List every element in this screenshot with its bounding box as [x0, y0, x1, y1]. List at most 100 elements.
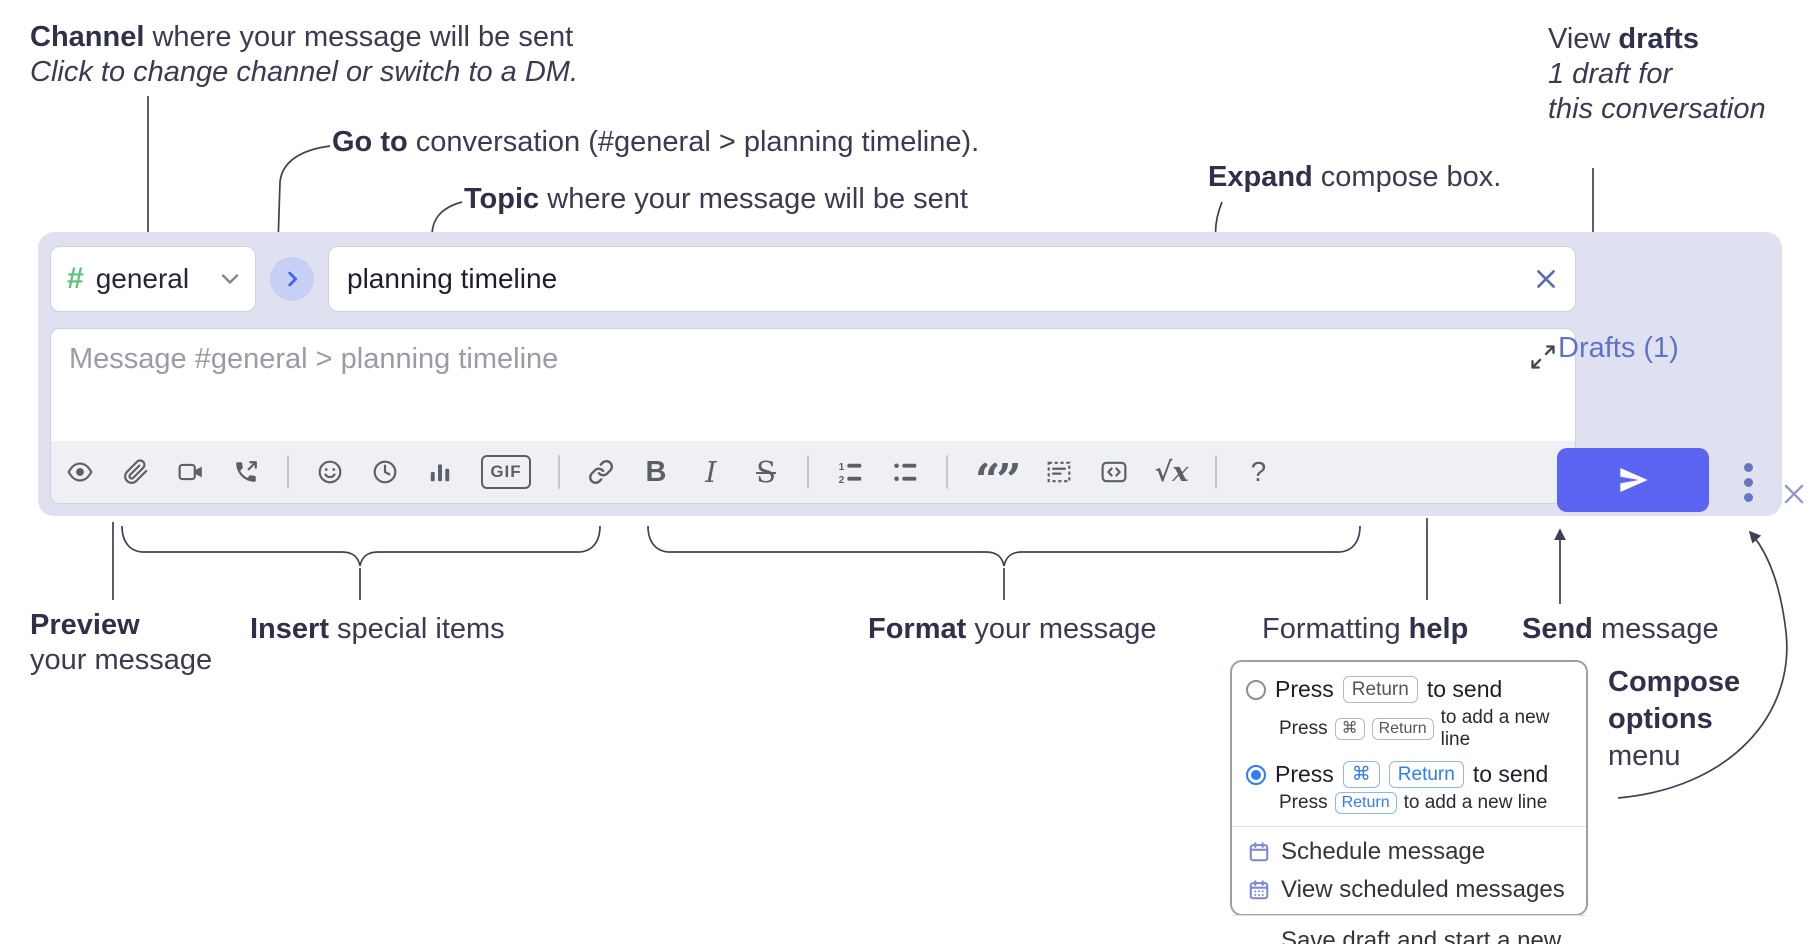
toolbar-divider: [946, 455, 948, 489]
send-option-cmd-return[interactable]: Press ⌘ Return to send: [1232, 757, 1586, 792]
chevron-down-icon: [221, 273, 239, 285]
compose-options-menu: Press Return to send Press ⌘ Return to a…: [1230, 660, 1588, 944]
preview-annotation-bold: Preview: [30, 609, 140, 641]
expand-annotation: Expand compose box.: [1208, 160, 1501, 195]
preview-annotation: Preview your message: [30, 608, 212, 678]
chevron-right-icon: [281, 268, 303, 290]
schedule-message-item[interactable]: Schedule message: [1232, 833, 1586, 871]
emoji-icon[interactable]: [316, 452, 344, 492]
expand-annotation-bold: Expand: [1208, 161, 1313, 193]
menu-item-label: View scheduled messages: [1281, 876, 1565, 903]
send-annotation-bold: Send: [1522, 613, 1593, 645]
message-input[interactable]: [51, 329, 1575, 441]
topic-annotation-rest: where your message will be sent: [539, 183, 968, 215]
insert-annotation-rest: special items: [328, 613, 505, 645]
video-call-icon[interactable]: [177, 452, 205, 492]
menu-item-label: Schedule message: [1281, 838, 1486, 865]
spoiler-icon[interactable]: [1045, 452, 1073, 492]
radio-unselected-icon[interactable]: [1246, 679, 1266, 700]
send-option-return-sub: Press ⌘ Return to add a new line: [1232, 707, 1586, 757]
send-option-return[interactable]: Press Return to send: [1232, 672, 1586, 707]
go-to-conversation-button[interactable]: [270, 257, 314, 301]
option-text: to send: [1472, 761, 1549, 787]
calendar-icon: [1248, 841, 1270, 863]
view-drafts-line2: 1 draft for: [1548, 58, 1673, 90]
cmd-key-chip: ⌘: [1334, 718, 1365, 740]
channel-annotation-bold: Channel: [30, 21, 145, 53]
gif-icon[interactable]: GIF: [481, 455, 531, 489]
bulleted-list-icon[interactable]: [891, 452, 919, 492]
channel-annotation-rest: where your message will be sent: [144, 21, 574, 53]
return-key-chip: Return: [1334, 792, 1397, 814]
view-drafts-line3: this conversation: [1548, 93, 1766, 125]
channel-annotation: Channel where your message will be sent …: [30, 20, 578, 90]
menu-divider: [1232, 826, 1586, 827]
gif-label: GIF: [490, 462, 522, 481]
menu-item-label: Save draft and start a new message: [1281, 927, 1562, 944]
option-text: Press: [1275, 761, 1334, 787]
compose-box: # general: [38, 232, 1804, 516]
option-text: Press: [1275, 676, 1334, 702]
format-annotation-rest: your message: [966, 613, 1157, 645]
send-option-cmd-return-sub: Press Return to add a new line: [1232, 792, 1586, 820]
insert-annotation: Insert special items: [250, 612, 505, 647]
math-icon[interactable]: √x: [1154, 456, 1189, 488]
help-annotation-bold: help: [1408, 613, 1469, 645]
help-annotation: Formatting help: [1262, 612, 1468, 647]
option-subtext: Press: [1279, 792, 1328, 813]
preview-icon[interactable]: [65, 452, 95, 492]
link-icon[interactable]: [587, 452, 615, 492]
view-drafts-pre: View: [1548, 23, 1619, 55]
goto-annotation-rest: conversation (#general > planning timeli…: [407, 126, 980, 158]
calendar-grid-icon: [1248, 879, 1270, 901]
compose-options-line1: Compose: [1608, 666, 1741, 698]
goto-annotation: Go to conversation (#general > planning …: [332, 125, 979, 160]
cmd-key-chip: ⌘: [1342, 761, 1380, 788]
goto-pointer-curve: [272, 145, 331, 246]
svg-text:2: 2: [839, 475, 845, 485]
voice-call-icon[interactable]: [232, 452, 260, 492]
send-annotation: Send message: [1522, 612, 1719, 647]
topic-annotation: Topic where your message will be sent: [464, 182, 968, 217]
view-scheduled-messages-item[interactable]: View scheduled messages: [1232, 871, 1586, 909]
compose-options-icon[interactable]: [1736, 454, 1760, 510]
view-drafts-annotation: View drafts 1 draft for this conversatio…: [1548, 22, 1766, 127]
save-draft-item[interactable]: Save draft and start a new message: [1232, 922, 1586, 944]
code-icon[interactable]: [1100, 452, 1128, 492]
channel-annotation-sub: Click to change channel or switch to a D…: [30, 56, 579, 88]
format-annotation: Format your message: [868, 612, 1157, 647]
send-icon: [1617, 464, 1649, 496]
toolbar-divider: [558, 455, 560, 489]
radio-selected-icon[interactable]: [1246, 764, 1266, 785]
channel-selector[interactable]: # general: [50, 246, 256, 312]
time-icon[interactable]: [371, 452, 399, 492]
bold-icon[interactable]: B: [645, 455, 667, 488]
topic-input[interactable]: [329, 263, 1533, 295]
formatting-help-icon[interactable]: ?: [1250, 456, 1267, 487]
close-compose-icon[interactable]: [1780, 480, 1808, 513]
channel-name: general: [95, 263, 190, 294]
italic-icon[interactable]: I: [705, 455, 717, 489]
topic-field: [328, 246, 1576, 312]
option-text: to send: [1426, 676, 1503, 702]
compose-options-line3: menu: [1608, 740, 1681, 772]
message-area: GIF B I S 12 “”: [50, 328, 1576, 504]
compose-options-annotation: Compose options menu: [1608, 664, 1740, 775]
drafts-link[interactable]: Drafts (1): [1558, 332, 1679, 364]
poll-icon[interactable]: [426, 452, 454, 492]
expand-annotation-rest: compose box.: [1312, 161, 1502, 193]
quote-icon[interactable]: “”: [975, 455, 1022, 506]
goto-annotation-bold: Go to: [332, 126, 408, 158]
attach-file-icon[interactable]: [122, 452, 150, 492]
expand-compose-icon[interactable]: [1529, 343, 1557, 376]
svg-text:1: 1: [839, 462, 845, 473]
help-annotation-pre: Formatting: [1262, 613, 1409, 645]
send-button[interactable]: [1557, 448, 1709, 512]
send-annotation-rest: message: [1592, 613, 1719, 645]
strikethrough-icon[interactable]: S: [756, 455, 776, 489]
preview-annotation-line2: your message: [30, 644, 213, 676]
clear-topic-icon[interactable]: [1533, 266, 1559, 292]
